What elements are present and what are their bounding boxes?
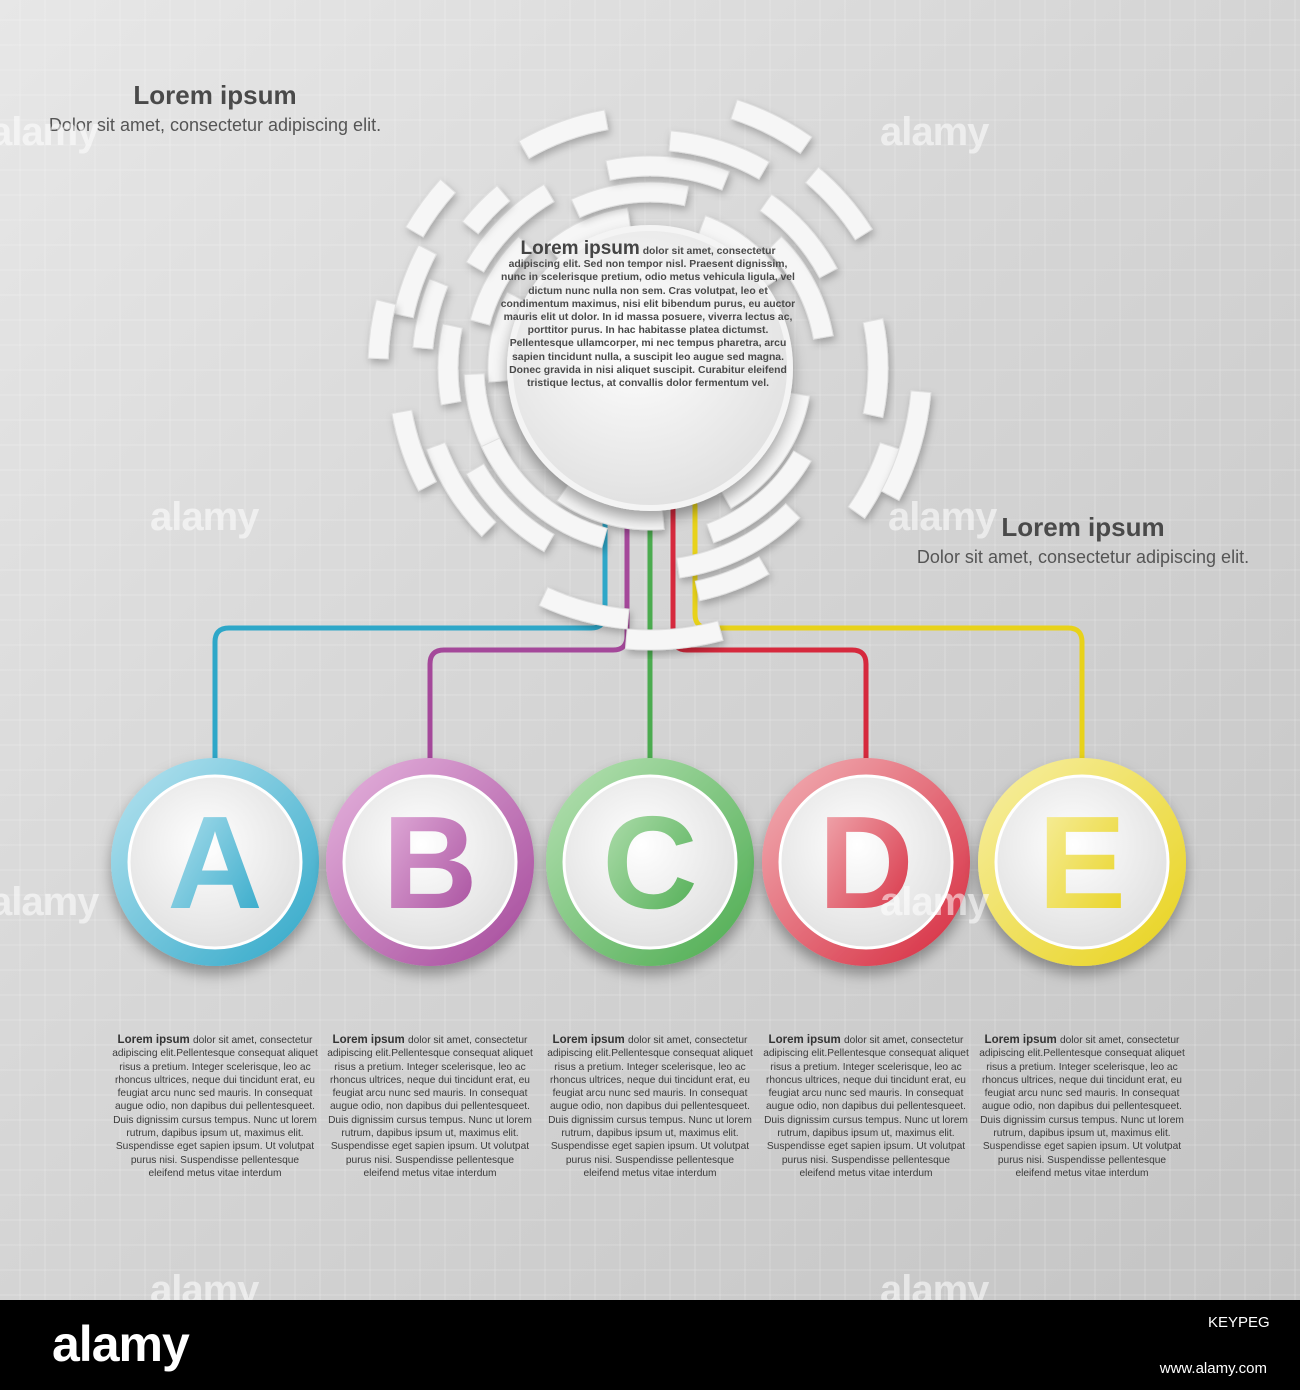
footer-image-id: KEYPEG bbox=[1208, 1314, 1270, 1331]
ring-segment bbox=[412, 278, 449, 350]
center-body: dolor sit amet, consectetur adipiscing e… bbox=[500, 246, 796, 390]
option-description-c: Lorem ipsum dolor sit amet, consectetur … bbox=[547, 1034, 753, 1180]
ring-segment bbox=[880, 390, 932, 502]
tech-ring-segments bbox=[367, 99, 932, 651]
option-disc-a bbox=[127, 774, 303, 950]
option-description-body: dolor sit amet, consectetur adipiscing e… bbox=[979, 1035, 1185, 1179]
ring-segment bbox=[766, 235, 834, 340]
option-disc-e bbox=[994, 774, 1170, 950]
watermark-text: alamy bbox=[150, 495, 259, 539]
option-disc-b bbox=[342, 774, 518, 950]
ring-segment bbox=[463, 373, 507, 462]
ring-segment bbox=[425, 441, 497, 537]
watermark-text: alamy bbox=[150, 1268, 259, 1300]
option-circle-b: B bbox=[326, 758, 534, 966]
option-description-body: dolor sit amet, consectetur adipiscing e… bbox=[327, 1035, 533, 1179]
option-letter-d: D bbox=[818, 789, 913, 936]
option-description-title: Lorem ipsum bbox=[552, 1034, 628, 1046]
center-text-block: Lorem ipsum dolor sit amet, consectetur … bbox=[500, 239, 796, 390]
ring-segment bbox=[518, 109, 609, 160]
ring-segment bbox=[570, 181, 690, 219]
option-description-title: Lorem ipsum bbox=[332, 1034, 408, 1046]
center-title: Lorem ipsum bbox=[520, 238, 640, 259]
ring-segment bbox=[730, 99, 813, 155]
option-description-title: Lorem ipsum bbox=[768, 1034, 844, 1046]
center-disc bbox=[507, 225, 793, 511]
ring-segment bbox=[538, 586, 630, 630]
footer-logo: alamy bbox=[52, 1316, 190, 1372]
ring-segment bbox=[437, 323, 463, 406]
watermark-text: alamy bbox=[0, 110, 99, 154]
option-description-b: Lorem ipsum dolor sit amet, consectetur … bbox=[327, 1034, 533, 1180]
watermark-text: alamy bbox=[880, 110, 989, 154]
watermark-text: alamy bbox=[880, 1268, 989, 1300]
option-disc-c bbox=[562, 774, 738, 950]
footer-bar: alamy KEYPEG www.alamy.com bbox=[0, 1300, 1300, 1390]
ring-segment bbox=[469, 235, 534, 326]
connector-line-e bbox=[692, 502, 1085, 763]
top-left-subtitle: Dolor sit amet, consectetur adipiscing e… bbox=[48, 115, 382, 135]
watermark-text: alamy bbox=[880, 880, 989, 924]
ring-segment bbox=[804, 166, 873, 241]
footer-url: www.alamy.com bbox=[1159, 1360, 1267, 1377]
watermark-text: alamy bbox=[0, 880, 99, 924]
option-description-d: Lorem ipsum dolor sit amet, consectetur … bbox=[763, 1034, 969, 1180]
option-circle-a: A bbox=[111, 758, 319, 966]
option-description-body: dolor sit amet, consectetur adipiscing e… bbox=[547, 1035, 753, 1179]
option-description-body: dolor sit amet, consectetur adipiscing e… bbox=[112, 1035, 318, 1179]
ring-segment bbox=[391, 409, 438, 492]
option-letter-e: E bbox=[1038, 789, 1126, 936]
option-circle-e: E bbox=[978, 758, 1186, 966]
ring-segment bbox=[694, 556, 770, 602]
mid-right-title: Lorem ipsum bbox=[1001, 512, 1165, 542]
ring-segment bbox=[605, 155, 731, 191]
ring-segment bbox=[461, 184, 511, 235]
ring-segment bbox=[668, 130, 770, 180]
ring-segment bbox=[624, 620, 724, 651]
top-left-title: Lorem ipsum bbox=[133, 80, 297, 110]
option-disc-d bbox=[778, 774, 954, 950]
ring-segment bbox=[465, 183, 555, 273]
watermark-text: alamy bbox=[888, 495, 997, 539]
ring-segment bbox=[706, 450, 812, 544]
ring-segment bbox=[862, 317, 889, 419]
ring-segment bbox=[480, 437, 608, 549]
mid-right-callout: Lorem ipsum Dolor sit amet, consectetur … bbox=[888, 512, 1278, 568]
option-description-title: Lorem ipsum bbox=[984, 1034, 1060, 1046]
option-description-a: Lorem ipsum dolor sit amet, consectetur … bbox=[112, 1034, 318, 1180]
ring-segment bbox=[759, 193, 838, 279]
ring-segment bbox=[367, 299, 397, 360]
ring-segment bbox=[405, 178, 457, 238]
option-description-body: dolor sit amet, consectetur adipiscing e… bbox=[763, 1035, 969, 1179]
option-circle-c: C bbox=[546, 758, 754, 966]
option-letter-a: A bbox=[167, 789, 262, 936]
option-letter-b: B bbox=[382, 789, 477, 936]
ring-segment bbox=[465, 463, 555, 553]
option-description-e: Lorem ipsum dolor sit amet, consectetur … bbox=[979, 1034, 1185, 1180]
mid-right-subtitle: Dolor sit amet, consectetur adipiscing e… bbox=[916, 547, 1250, 567]
ring-segment bbox=[676, 503, 801, 579]
option-description-title: Lorem ipsum bbox=[117, 1034, 193, 1046]
top-left-callout: Lorem ipsum Dolor sit amet, consectetur … bbox=[20, 80, 410, 136]
option-circle-d: D bbox=[762, 758, 970, 966]
ring-segment bbox=[393, 244, 438, 319]
option-letter-c: C bbox=[602, 789, 697, 936]
